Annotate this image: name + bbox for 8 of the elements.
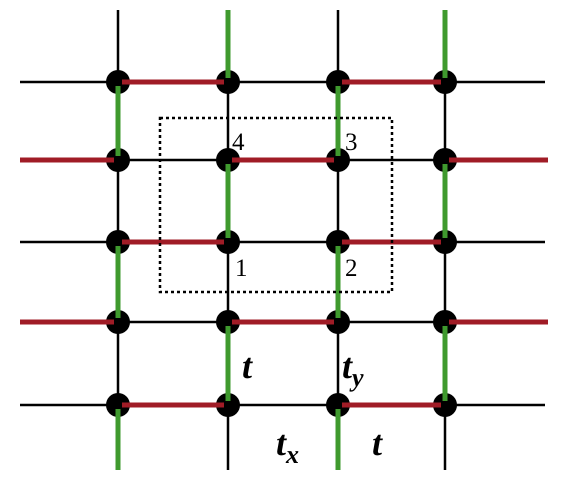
hopping-label: t$_{x}$ [276,425,300,468]
site-number: 3 [345,130,358,155]
hopping-label: t [242,348,252,384]
site-number: 2 [345,256,358,281]
site-number: 1 [235,256,248,281]
hopping-label: t [372,425,382,461]
hopping-label: t$_{y}$ [342,348,364,392]
site-number: 4 [232,130,244,155]
